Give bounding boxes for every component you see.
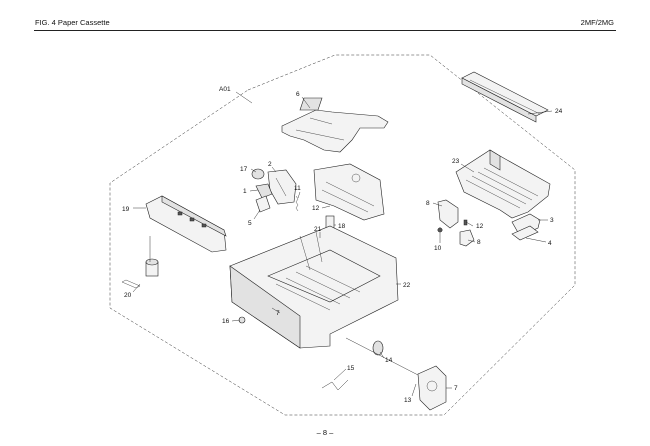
callout-20: 20 — [124, 292, 132, 299]
callout-17: 17 — [240, 166, 248, 173]
part-19-guide-bar — [145, 195, 227, 253]
part-12-plate — [313, 163, 385, 221]
part-9-clip — [459, 229, 475, 247]
callout-12-right: 12 — [476, 223, 484, 230]
callout-21: 21 — [314, 226, 322, 233]
callout-labels: 6 24 23 3 4 8 12 8 10 17 2 1 5 11 12 18 … — [122, 91, 563, 404]
assembly-label: A01 — [219, 86, 231, 93]
callout-13: 13 — [404, 397, 412, 404]
part-13-shaft — [345, 337, 421, 377]
callout-12-center: 12 — [312, 205, 320, 212]
assembly-boundary — [109, 54, 576, 416]
callout-9: 8 — [477, 239, 481, 246]
part-7-gear-housing — [417, 365, 447, 411]
part-15-wire — [321, 379, 349, 391]
part-23-side-frame — [455, 149, 551, 219]
part-20-knob — [121, 258, 159, 289]
callout-3: 3 — [550, 217, 554, 224]
figure-title: FIG. 4 Paper Cassette — [35, 18, 110, 27]
part-11-screw — [437, 227, 443, 233]
page-number: – 8 – — [316, 428, 334, 437]
callout-7: 7 — [454, 385, 458, 392]
callout-5: 5 — [248, 220, 252, 227]
callout-4: 4 — [548, 240, 552, 247]
part-24-lid — [461, 71, 549, 123]
part-22-cassette-tray — [229, 225, 399, 349]
callout-11: 10 — [434, 245, 442, 252]
callout-8-tray: 7 — [276, 310, 280, 317]
callout-23: 23 — [452, 158, 460, 165]
part-8-right-bracket — [437, 199, 459, 229]
leader-lines — [132, 96, 553, 397]
part-5-arm — [255, 195, 271, 213]
model-code: 2MF/2MG — [580, 18, 614, 27]
callout-2: 2 — [268, 161, 272, 168]
callout-15: 15 — [347, 365, 355, 372]
part-14-roller — [372, 340, 384, 356]
part-4-bracket — [511, 225, 539, 241]
callout-22: 22 — [403, 282, 411, 289]
callout-16: 16 — [222, 318, 230, 325]
callout-8-right: 8 — [426, 200, 430, 207]
callout-18: 18 — [338, 223, 346, 230]
header-rule — [34, 30, 616, 31]
part-6-top-plate — [281, 97, 389, 153]
callout-6: 6 — [296, 91, 300, 98]
callout-14: 14 — [385, 357, 393, 364]
assembly-leader — [235, 91, 253, 104]
callout-19: 19 — [122, 206, 130, 213]
callout-10: 11 — [294, 185, 301, 192]
part-1-gear — [255, 183, 273, 199]
part-2-holder — [267, 169, 297, 205]
part-10-spring — [295, 195, 299, 212]
callout-24: 24 — [555, 108, 563, 115]
callout-1: 1 — [243, 188, 247, 195]
